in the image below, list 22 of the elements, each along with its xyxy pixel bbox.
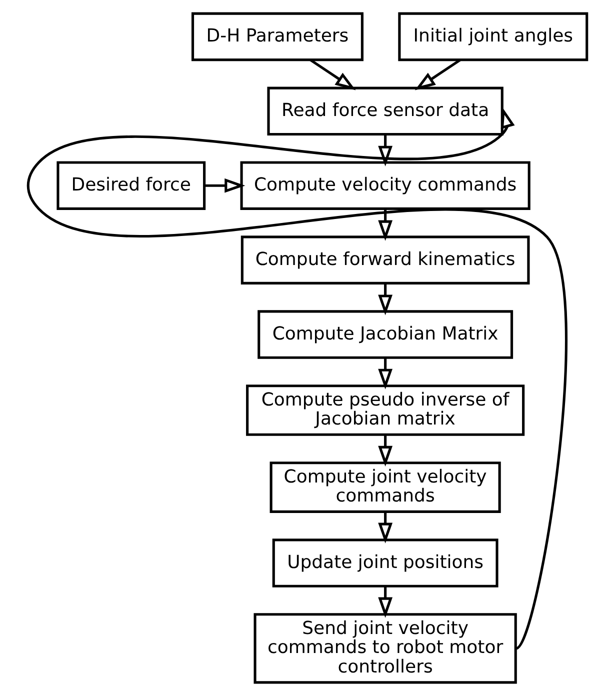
arrow bbox=[378, 434, 392, 466]
node-box: Compute joint velocity commands bbox=[269, 462, 500, 513]
arrow bbox=[414, 58, 460, 90]
node-box: Initial joint angles bbox=[398, 12, 588, 62]
node-box: Compute velocity commands bbox=[240, 161, 530, 210]
node-box: Desired force bbox=[56, 161, 206, 210]
arrow bbox=[204, 178, 245, 193]
node-box: Compute Jacobian Matrix bbox=[257, 310, 513, 359]
arrow bbox=[378, 512, 392, 544]
node-box: Compute pseudo inverse of Jacobian matrix bbox=[246, 384, 524, 436]
node-box: Send joint velocity commands to robot motor controllers bbox=[253, 613, 516, 684]
arrow bbox=[26, 107, 567, 650]
arrow bbox=[378, 586, 392, 618]
arrow bbox=[378, 358, 392, 390]
arrow bbox=[378, 283, 392, 316]
node-box: Read force sensor data bbox=[266, 86, 503, 136]
arrow bbox=[378, 134, 392, 166]
node-box: Update joint positions bbox=[272, 538, 498, 588]
arrow bbox=[309, 58, 356, 90]
node-box: Compute forward kinematics bbox=[240, 236, 530, 284]
arrow bbox=[378, 208, 392, 241]
node-box: D-H Parameters bbox=[190, 12, 363, 62]
